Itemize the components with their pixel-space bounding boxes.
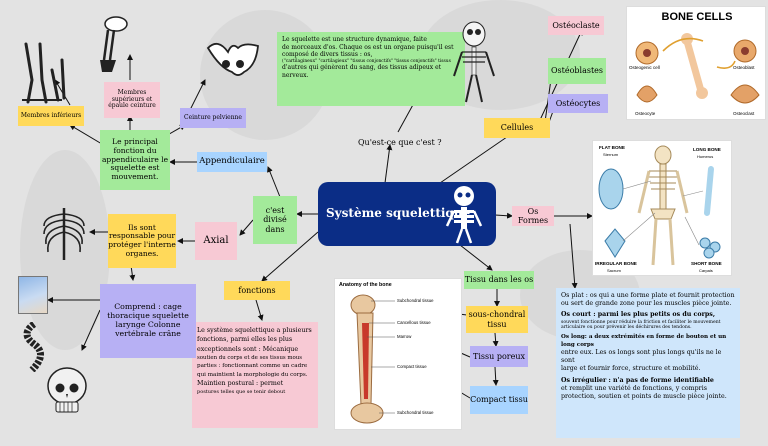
definition-line: ("cartilagineux" "cartilagieux" "tissus … — [282, 58, 451, 64]
bone-shape-label: IRREGULAR BONE — [595, 261, 637, 266]
definition-line: composé de divers tissus : os, — [282, 51, 373, 58]
osteocytes-node[interactable]: Ostéocytes — [548, 94, 608, 113]
center-title: Système squelettique — [326, 206, 471, 221]
bone-cells-label: Osteocyte — [635, 111, 656, 116]
arm-bones-icon — [100, 16, 128, 72]
bone-shape-label: Sternum — [603, 152, 619, 157]
compact-tissu-node[interactable]: Compact tissu — [470, 386, 528, 414]
bone-shape-label: LONG BONE — [693, 147, 721, 152]
bone-cells-label: Osteoclast — [733, 111, 755, 116]
membres-inferieurs-node[interactable]: Membres inférieurs — [18, 106, 84, 126]
anatomy-label: Subchondral tissue — [397, 298, 434, 303]
leg-bones-icon — [22, 42, 66, 104]
bone-shapes-image: FLAT BONE Sternum LONG BONE Humerus IRRE… — [592, 140, 732, 276]
definition-line: d'autres qui génèrent du sang, des tissu… — [282, 64, 442, 71]
spine-icon — [23, 322, 44, 372]
osteoblastes-node[interactable]: Ostéoblastes — [548, 58, 606, 84]
femur-illustration — [350, 294, 395, 424]
formes-text-flat: Os plat : os qui a une forme plate et fo… — [561, 292, 735, 308]
appendiculaire-description[interactable]: Le principal fonction du appendiculaire … — [100, 130, 170, 190]
question-label: Qu'est-ce que c'est ? — [358, 138, 442, 147]
anatomy-label: Cancellous tissue — [397, 320, 431, 325]
fonctions-description-box[interactable]: Le système squelettique a plusieurs fonc… — [192, 322, 318, 428]
fonctions-line: fonctions, parmi elles les plus — [197, 336, 293, 344]
axial-comprend[interactable]: Comprend : cage thoracique squelette lar… — [100, 284, 196, 358]
skeleton-figure-icon — [453, 21, 495, 103]
fonctions-node[interactable]: fonctions — [224, 281, 290, 300]
divise-node[interactable]: c'est divisé dans — [253, 196, 297, 244]
bone-cells-title: BONE CELLS — [661, 11, 733, 23]
bone-shape-label: Humerus — [697, 154, 714, 159]
appendiculaire-node[interactable]: Appendiculaire — [197, 152, 267, 172]
formes-text-short-title: Os court : parmi les plus petits os du c… — [561, 311, 716, 319]
larynx-image — [18, 276, 48, 314]
formes-text-short: souvent fonctionne pour réduire la frict… — [561, 319, 721, 331]
anatomy-label: Marrow — [397, 334, 412, 339]
formes-description-box[interactable]: Os plat : os qui a une forme plate et fo… — [556, 288, 740, 438]
formes-text-long: entre eux. Les os longs sont plus longs … — [561, 348, 722, 365]
os-formes-node[interactable]: Os Formes — [512, 206, 554, 226]
formes-text-irregular: et remplit une variété de fonctions, y c… — [561, 384, 727, 400]
formes-text-irregular-title: Os irrégulier : n'a pas de forme identif… — [561, 376, 714, 384]
fonctions-line: qui maintient la morphologie du corps. — [197, 371, 308, 378]
bone-shape-label: FLAT BONE — [599, 145, 625, 150]
bone-cells-label: Osteogenic cell — [629, 65, 660, 70]
anatomy-label: Compact tissue — [397, 364, 427, 369]
pelvis-icon — [206, 42, 259, 76]
skull-icon — [47, 367, 87, 413]
axial-node[interactable]: Axial — [195, 222, 237, 260]
definition-line: de morceaux d'os. Chaque os est un organ… — [282, 43, 454, 51]
bone-cells-label: Osteoblast — [733, 65, 755, 70]
fonctions-line: Le système squelettique a plusieurs — [197, 327, 312, 334]
membres-superieurs-node[interactable]: Membres supérieurs et épaule ceinture — [104, 82, 160, 118]
anatomy-label: Subchondral tissue — [397, 410, 434, 415]
fonctions-line: parties : fonctionnant comme un cadre — [197, 363, 308, 370]
fonctions-line: postures telles que se tenir debout — [197, 388, 286, 395]
definition-box[interactable]: Le squelette est une structure dynamique… — [277, 32, 465, 106]
bone-anatomy-image: Anatomy of the bone Subchondral tissue C… — [334, 278, 462, 430]
tissu-poreux-node[interactable]: Tissu poreux — [470, 346, 528, 367]
ceinture-pelvienne-node[interactable]: Ceinture pelvienne — [180, 108, 246, 128]
fonctions-line: exceptionnels sont : Mécanique — [197, 345, 299, 353]
sous-chondral-node[interactable]: sous-chondral tissu — [466, 306, 528, 333]
center-node[interactable]: Système squelettique — [318, 182, 496, 246]
fonctions-line: Maintien postural : permet — [197, 380, 284, 388]
rib-cage-icon — [43, 208, 85, 260]
definition-line: nerveux. — [282, 71, 309, 79]
bone-shape-label: SHORT BONE — [691, 261, 722, 266]
bone-cells-illustration — [635, 33, 760, 104]
bone-cells-image: BONE CELLS Osteogenic cell Osteoblast Os… — [626, 6, 766, 120]
formes-text-long: large et fournir force, structure et mob… — [561, 365, 701, 373]
bone-shape-label: Sacrum — [607, 268, 621, 273]
axial-description[interactable]: Ils sont responsable pour protéger l'int… — [108, 214, 176, 268]
definition-line: Le squelette est une structure dynamique… — [282, 36, 427, 43]
formes-text-long-title: Os long: a deux extrémités en forme de b… — [561, 334, 727, 348]
fonctions-line: soutien du corps et de ses tissus mous — [197, 355, 302, 362]
anatomy-title: Anatomy of the bone — [339, 282, 392, 288]
osteoclaste-node[interactable]: Ostéoclaste — [548, 16, 604, 35]
bone-shape-label: Carpals — [699, 268, 713, 273]
cellules-node[interactable]: Cellules — [484, 118, 550, 138]
tissu-node[interactable]: Tissu dans les os — [464, 271, 534, 289]
bone-shapes-illustration — [598, 145, 721, 266]
skeleton-mascot-icon — [445, 186, 483, 244]
